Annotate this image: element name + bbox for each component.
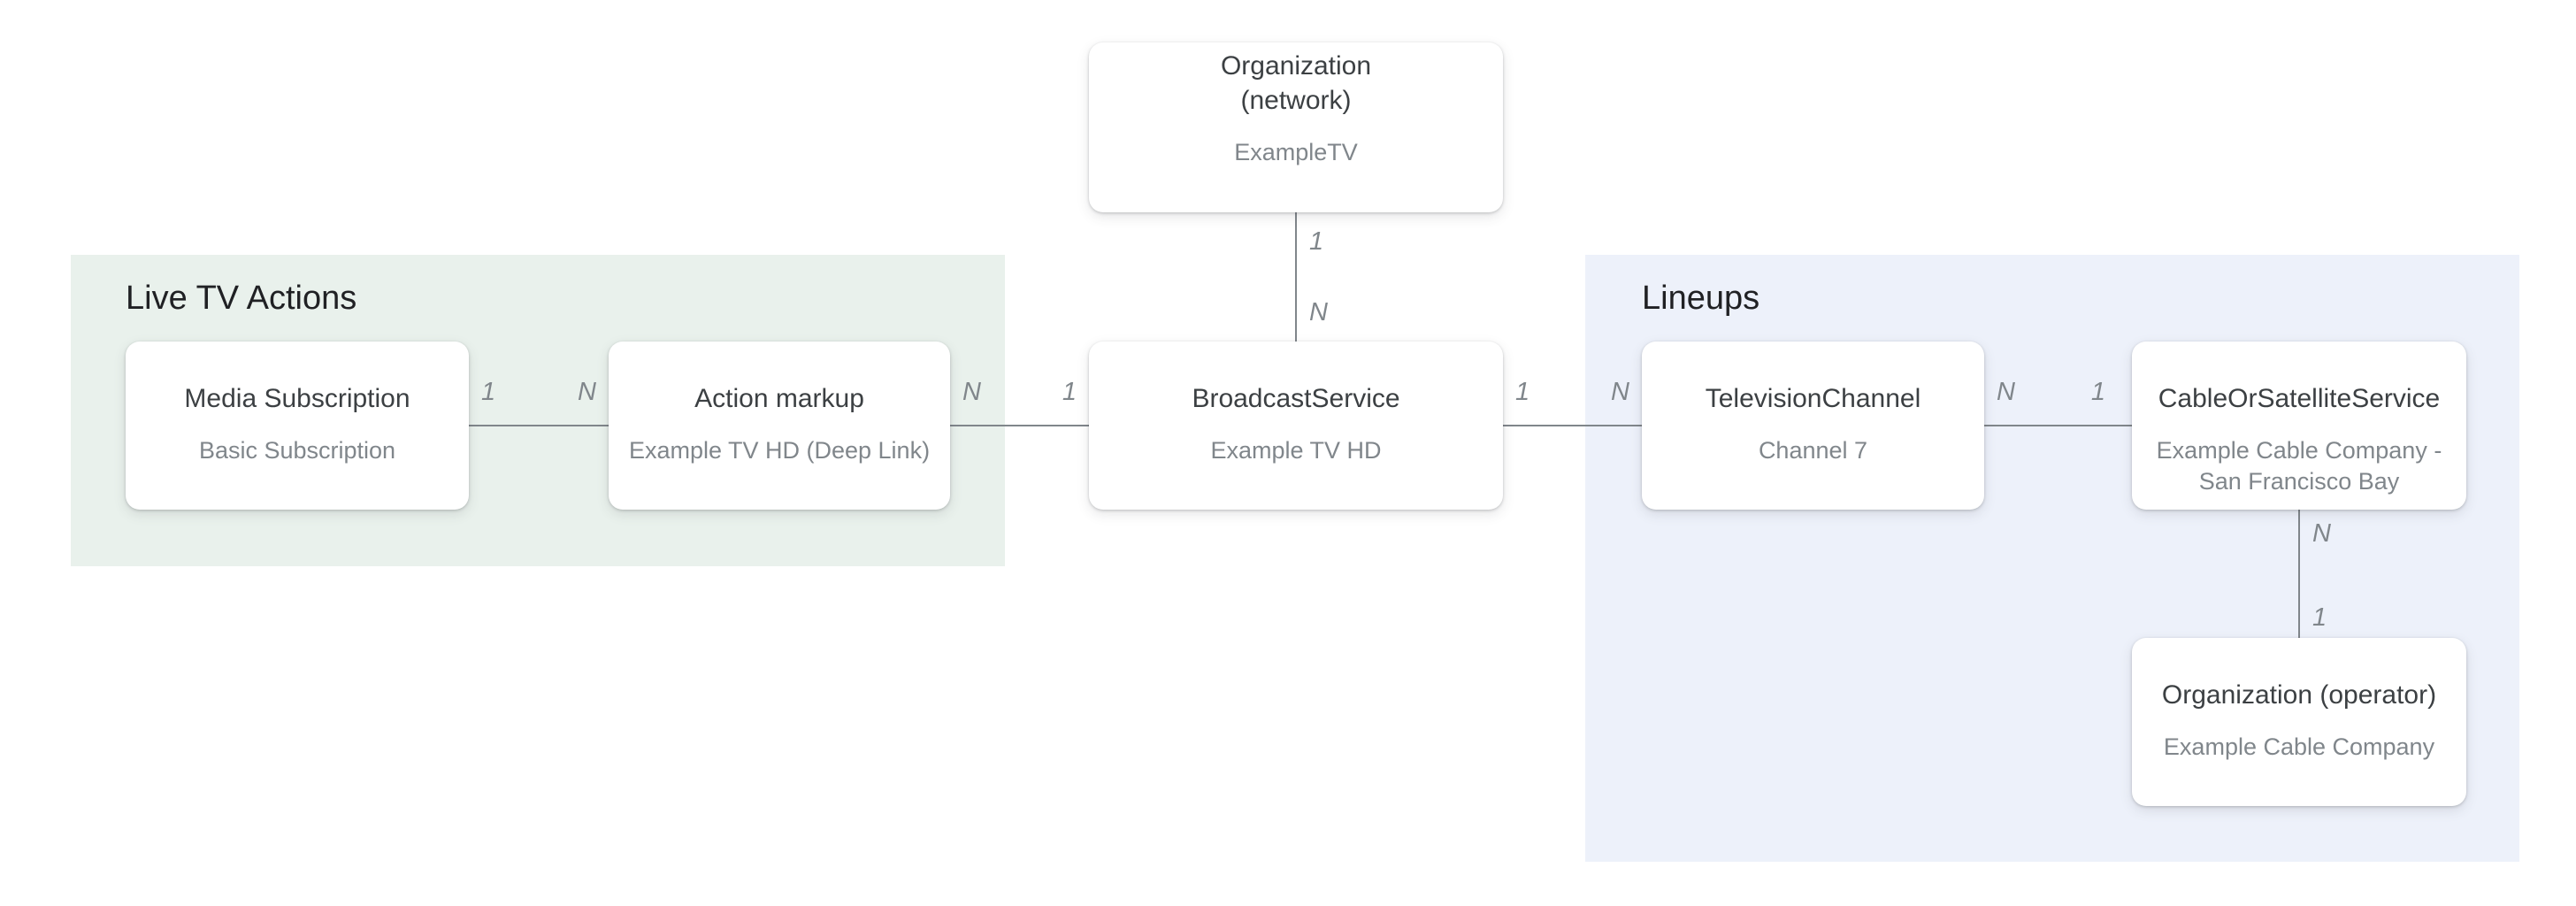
cardinality-label: N	[2312, 519, 2331, 548]
connector-line	[469, 425, 609, 426]
cardinality-label: 1	[1062, 378, 1077, 407]
node-title: BroadcastService	[1192, 384, 1400, 413]
cardinality-label: N	[1997, 378, 2015, 407]
connector-line	[1503, 425, 1642, 426]
cardinality-label: N	[1309, 298, 1328, 327]
node-subtitle: Basic Subscription	[198, 437, 396, 464]
node-title: TelevisionChannel	[1705, 384, 1921, 413]
node-title: Organization (operator)	[2161, 680, 2437, 710]
cardinality-label: N	[578, 378, 596, 407]
node-title: Action markup	[694, 384, 864, 413]
connector-line	[950, 425, 1089, 426]
node-subtitle: Example Cable Company - San Francisco Ba…	[2156, 437, 2442, 495]
connector-line	[2298, 510, 2300, 638]
cardinality-label: 1	[481, 378, 496, 407]
node-cable-or-satellite-service: CableOrSatelliteService Example Cable Co…	[2132, 342, 2466, 510]
node-subtitle: Example Cable Company	[2163, 733, 2435, 760]
cardinality-label: 1	[2090, 378, 2105, 407]
edge-action-to-broadcast: N 1	[950, 378, 1089, 426]
group-live-tv-actions-label: Live TV Actions	[126, 280, 357, 317]
node-subtitle: Channel 7	[1758, 437, 1868, 464]
cardinality-label: 1	[1515, 378, 1530, 407]
node-organization-network: Organization (network) ExampleTV	[1089, 42, 1503, 212]
cardinality-label: N	[1611, 378, 1629, 407]
cardinality-label: 1	[2312, 603, 2327, 633]
node-media-subscription: Media Subscription Basic Subscription	[126, 342, 469, 510]
edge-cable-to-operator: N 1	[2298, 510, 2360, 638]
node-action-markup: Action markup Example TV HD (Deep Link)	[609, 342, 950, 510]
node-subtitle: ExampleTV	[1234, 139, 1358, 165]
group-lineups-label: Lineups	[1642, 280, 1760, 317]
edge-media-to-action: 1 N	[469, 378, 609, 426]
edge-channel-to-cable: N 1	[1984, 378, 2132, 426]
node-organization-operator: Organization (operator) Example Cable Co…	[2132, 638, 2466, 806]
node-subtitle: Example TV HD (Deep Link)	[628, 437, 931, 464]
edge-broadcast-to-channel: 1 N	[1503, 378, 1642, 426]
cardinality-label: N	[962, 378, 981, 407]
node-title: Media Subscription	[184, 384, 410, 413]
node-subtitle: Example TV HD	[1210, 437, 1382, 464]
node-title: Organization (network)	[1220, 51, 1372, 115]
cardinality-label: 1	[1309, 227, 1324, 256]
edge-network-to-broadcast: 1 N	[1295, 212, 1357, 342]
node-title: CableOrSatelliteService	[2158, 384, 2441, 413]
node-television-channel: TelevisionChannel Channel 7	[1642, 342, 1984, 510]
node-broadcast-service: BroadcastService Example TV HD	[1089, 342, 1503, 510]
connector-line	[1984, 425, 2132, 426]
connector-line	[1295, 212, 1297, 342]
